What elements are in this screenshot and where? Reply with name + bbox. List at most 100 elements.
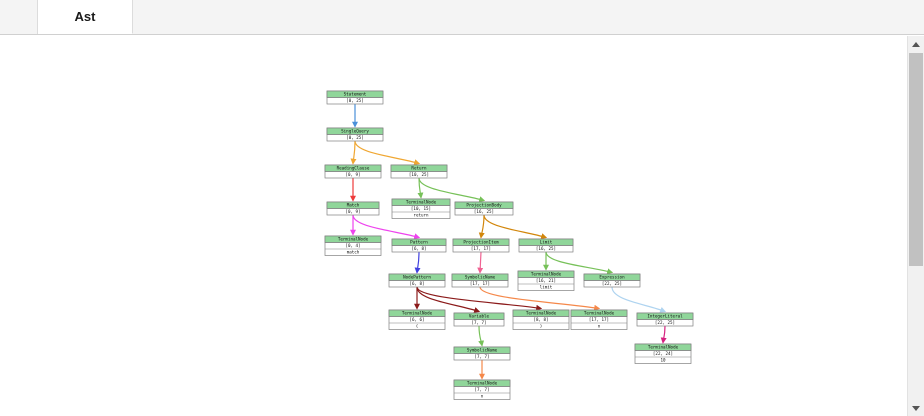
ast-node[interactable]: TerminalNode[17, 17] n: [570, 309, 628, 330]
ast-node-label: TerminalNode: [467, 381, 498, 386]
ast-node[interactable]: Expression[22, 25]: [583, 273, 641, 288]
tab-ast[interactable]: Ast: [38, 0, 133, 34]
ast-edge: [478, 325, 485, 347]
ast-node-label: SymbolicName: [467, 348, 498, 353]
scroll-down-button[interactable]: [908, 400, 924, 416]
graph-canvas[interactable]: Statement[0, 25]SingleQuery[0, 25]Readin…: [0, 35, 924, 416]
ast-graph: Statement[0, 25]SingleQuery[0, 25]Readin…: [324, 90, 694, 400]
ast-node[interactable]: SingleQuery[0, 25]: [326, 127, 384, 142]
scroll-up-button[interactable]: [908, 36, 924, 52]
ast-node-label: ProjectionBody: [466, 203, 502, 208]
ast-node-value: 10: [660, 358, 666, 363]
ast-node-range: [16, 21]: [536, 278, 556, 283]
ast-node-range: [7, 7]: [474, 354, 489, 359]
ast-node-value: limit: [540, 285, 553, 290]
ast-node-label: Limit: [540, 240, 553, 245]
ast-node[interactable]: NodePattern[6, 8]: [388, 273, 446, 288]
ast-node-label: Statement: [344, 92, 367, 97]
ast-node[interactable]: ProjectionItem[17, 17]: [452, 238, 510, 253]
ast-edge: [611, 286, 667, 313]
ast-node[interactable]: SymbolicName[7, 7]: [453, 346, 511, 361]
ast-node-label: SingleQuery: [341, 129, 369, 134]
ast-node[interactable]: Match[0, 9]: [326, 201, 380, 216]
vertical-scrollbar[interactable]: [907, 36, 924, 416]
ast-node-value: (: [416, 324, 419, 329]
ast-node-label: ProjectionItem: [463, 240, 499, 245]
tab-bar: Ast: [0, 0, 924, 35]
ast-node[interactable]: TerminalNode[6, 6] (: [388, 309, 446, 330]
tab-ast-label: Ast: [74, 9, 96, 24]
ast-edge: [350, 140, 357, 165]
ast-node-label: TerminalNode: [402, 311, 433, 316]
ast-node[interactable]: TerminalNode[10, 15] return: [391, 198, 451, 219]
ast-node-range: [6, 8]: [409, 281, 424, 286]
ast-node-range: [17, 17]: [471, 246, 491, 251]
ast-node-range: [0, 9]: [345, 209, 360, 214]
ast-edge: [478, 214, 485, 239]
chevron-up-icon: [912, 41, 920, 47]
ast-edge: [416, 286, 543, 311]
ast-node-range: [16, 25]: [474, 209, 494, 214]
ast-node[interactable]: TerminalNode[7, 7] n: [453, 379, 511, 400]
ast-node[interactable]: TerminalNode[8, 8]): [512, 309, 570, 330]
tab-bar-left-gutter: [0, 0, 38, 34]
ast-node-range: [22, 25]: [602, 281, 622, 286]
ast-edge: [414, 251, 421, 274]
ast-node[interactable]: Variable[7, 7]: [453, 312, 505, 327]
ast-node-range: [17, 17]: [470, 281, 490, 286]
ast-node[interactable]: ProjectionBody[16, 25]: [454, 201, 514, 216]
ast-node-label: Expression: [599, 275, 625, 280]
ast-node-range: [6, 6]: [409, 317, 424, 322]
ast-node-label: Match: [347, 203, 360, 208]
ast-node-label: NodePattern: [403, 275, 431, 280]
ast-node-label: Variable: [469, 314, 490, 319]
ast-node-value: return: [413, 213, 429, 218]
ast-node[interactable]: SymbolicName[17, 17]: [451, 273, 509, 288]
ast-node[interactable]: TerminalNode[16, 21] limit: [517, 270, 575, 291]
ast-node-value: n: [481, 394, 484, 399]
ast-node-range: [8, 8]: [533, 317, 548, 322]
ast-node[interactable]: Limit[16, 25]: [518, 238, 574, 253]
ast-edge: [479, 286, 601, 311]
scrollbar-thumb[interactable]: [909, 53, 923, 266]
ast-node-label: TerminalNode: [648, 345, 679, 350]
ast-node-label: ReadingClause: [337, 166, 370, 171]
ast-node-range: [16, 25]: [536, 246, 556, 251]
ast-edge: [483, 214, 548, 239]
ast-node-label: IntegerLiteral: [647, 314, 683, 319]
ast-node-range: [10, 25]: [409, 172, 429, 177]
ast-edge: [352, 214, 421, 240]
ast-node-value: n: [598, 324, 601, 329]
ast-edge: [660, 325, 667, 344]
ast-node-label: TerminalNode: [338, 237, 369, 242]
ast-node[interactable]: IntegerLiteral[22, 25]: [636, 312, 694, 327]
ast-node[interactable]: TerminalNode[0, 4]match: [324, 235, 382, 256]
ast-node-range: [10, 15]: [411, 206, 431, 211]
ast-node[interactable]: TerminalNode[22, 24]10: [634, 343, 692, 364]
ast-node-range: [0, 4]: [345, 243, 360, 248]
ast-node-label: TerminalNode: [531, 272, 562, 277]
ast-node-range: [22, 25]: [655, 320, 675, 325]
edge-layer: [350, 104, 667, 380]
ast-node[interactable]: ReadingClause[0, 9]: [324, 164, 382, 179]
ast-node-label: Return: [411, 166, 427, 171]
ast-node-range: [0, 25]: [346, 98, 364, 103]
ast-node-label: TerminalNode: [406, 200, 437, 205]
ast-node-value: ): [540, 324, 543, 329]
ast-edge: [418, 177, 486, 203]
ast-node-range: [17, 17]: [589, 317, 609, 322]
ast-edge: [545, 251, 614, 275]
ast-node-label: SymbolicName: [465, 275, 496, 280]
ast-node[interactable]: Statement[0, 25]: [326, 90, 384, 105]
ast-node-label: Pattern: [410, 240, 428, 245]
ast-node-range: [7, 7]: [474, 387, 489, 392]
ast-node[interactable]: Return[10, 25]: [390, 164, 448, 179]
ast-edge: [477, 251, 484, 274]
ast-node-range: [0, 9]: [345, 172, 360, 177]
tab-bar-filler: [133, 0, 924, 34]
ast-node-range: [6, 8]: [411, 246, 426, 251]
ast-node-range: [7, 7]: [471, 320, 486, 325]
ast-node[interactable]: Pattern[6, 8]: [391, 238, 447, 253]
ast-node-label: TerminalNode: [584, 311, 615, 316]
